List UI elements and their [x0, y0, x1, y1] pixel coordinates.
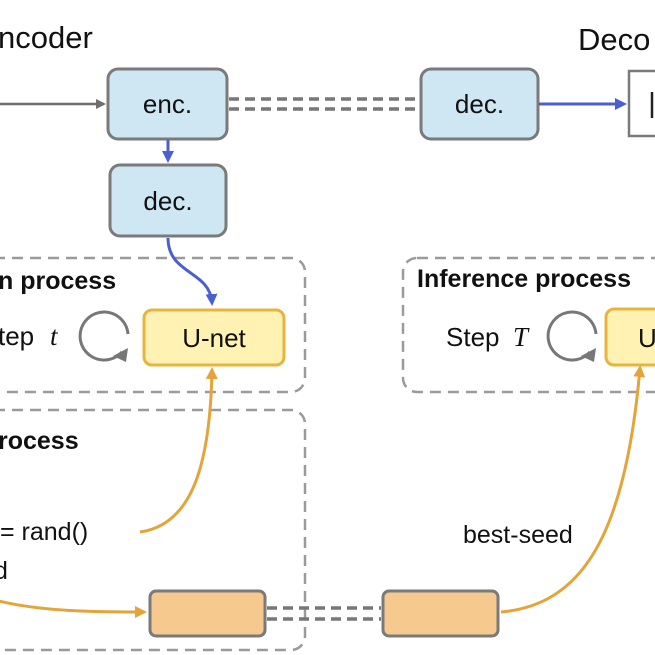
best-seed-to-unet-arrow: [500, 365, 646, 614]
unet-node-left: [142, 308, 286, 367]
code-d-line: d: [0, 557, 8, 585]
loop-icon-left-head: [113, 348, 128, 362]
enc-node: [106, 67, 229, 141]
rand-to-unet-arrow: [139, 367, 218, 534]
bottom-process-panel: [0, 408, 307, 652]
dec-node-top-right: [419, 67, 540, 141]
latent-box-left: [148, 589, 267, 638]
latent-box-right: [381, 589, 500, 638]
unet-node-right: [604, 307, 655, 367]
dec-node-middle-label: dec.: [143, 186, 192, 216]
seed-to-box-arrow: [0, 599, 147, 618]
encoder-title: ncoder: [0, 20, 93, 55]
inference-step-var: T: [513, 322, 530, 352]
left-process-title: n process: [0, 267, 116, 295]
unet-node-left-label: U-net: [182, 323, 246, 353]
loop-icon-right-head: [581, 348, 596, 362]
best-seed-label: best-seed: [463, 521, 573, 549]
unet-node-right-label: U: [638, 323, 655, 353]
dec-to-unet-arrow: [166, 237, 218, 306]
loop-icon-left: [78, 310, 130, 362]
output-box: [627, 69, 655, 138]
bottom-process-title: rocess: [0, 427, 79, 455]
dec-node-top-right-label: dec.: [455, 89, 504, 119]
left-step-var: t: [50, 321, 59, 351]
decoder-title: Deco: [578, 22, 650, 57]
loop-icon-right: [546, 310, 598, 362]
dec-node-middle: [108, 163, 228, 238]
left-process-panel: [0, 256, 307, 394]
inference-step-prefix: Step: [446, 322, 500, 352]
left-step-prefix: tep: [0, 321, 34, 351]
inference-process-title: Inference process: [417, 265, 631, 293]
inference-process-panel: [401, 256, 655, 394]
enc-node-label: enc.: [143, 89, 192, 119]
code-rand-line: = rand(): [0, 518, 88, 546]
